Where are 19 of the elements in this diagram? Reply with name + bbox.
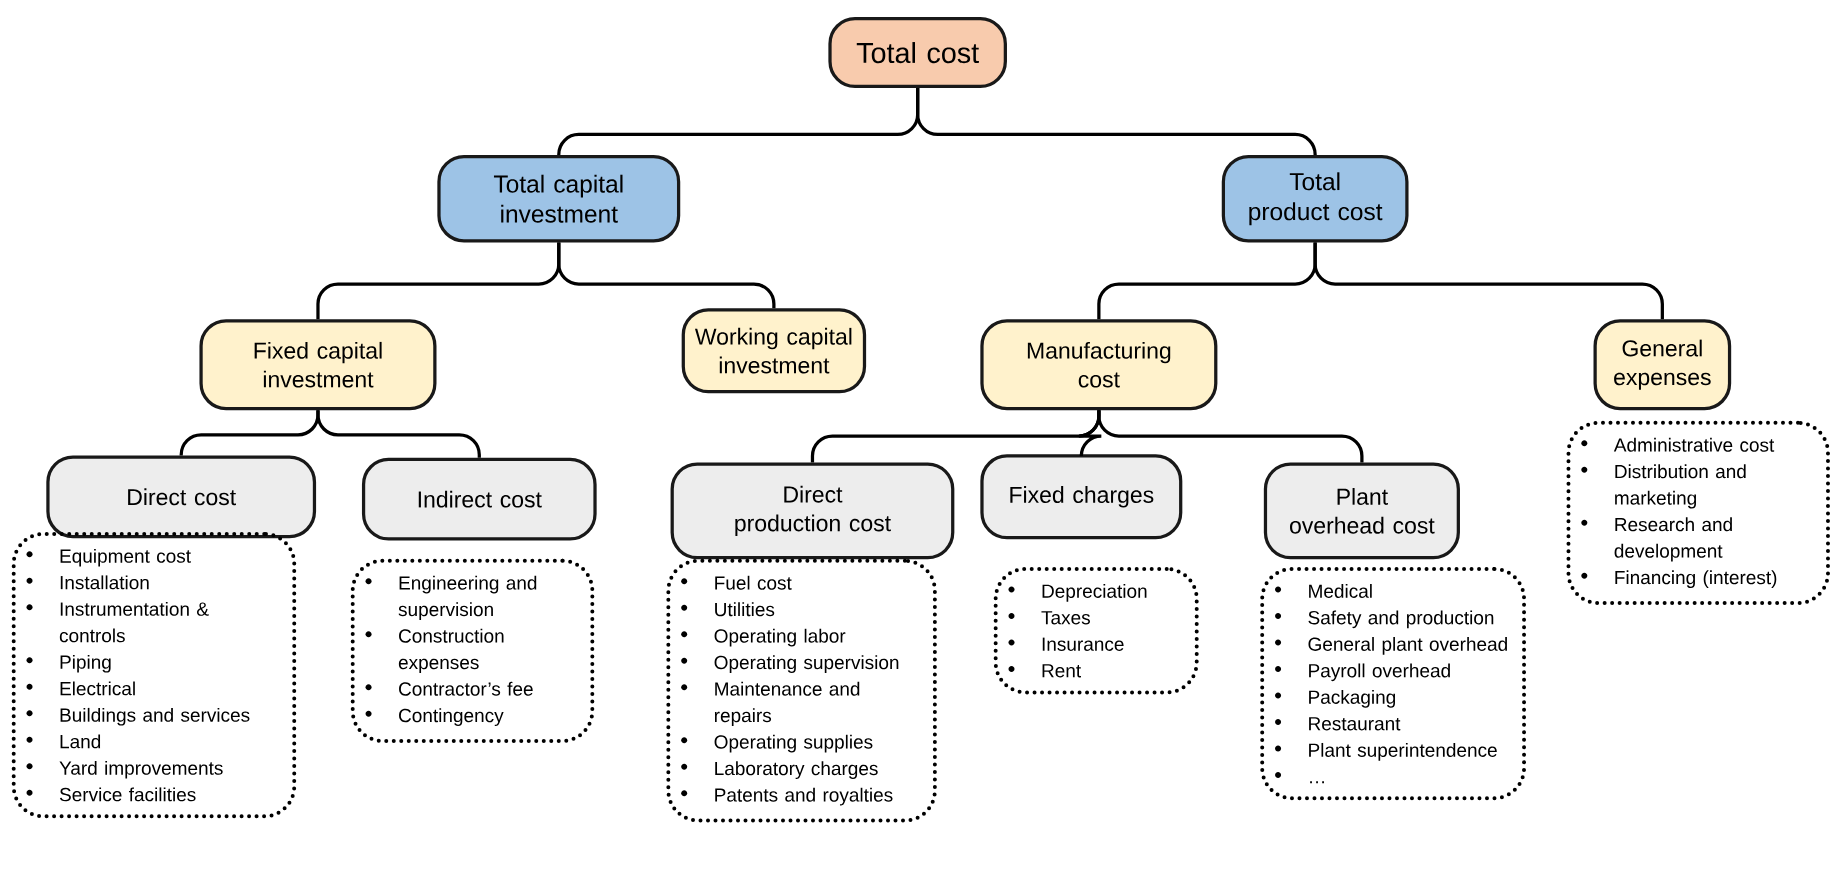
cost-box: Manufacturing cost bbox=[980, 319, 1218, 411]
bullet-list-box: Fuel cost Utilities Operating labor Operating supervision Maintenance and repairs Operating supplies Laboratory charges Patents and royalties bbox=[666, 558, 937, 823]
cost-box: Indirect cost bbox=[361, 457, 597, 541]
bullet-list-box: Equipment cost Installation Instrumentation & controls Piping Electrical Buildings and services Land Yard improvements Service facilities bbox=[11, 531, 297, 819]
bullet-list-box: Engineering and supervision Construction expenses Contractor’s fee Contingency bbox=[350, 558, 595, 744]
bullet-list-box: Depreciation Taxes Insurance Rent bbox=[993, 567, 1199, 695]
bullet-list-box: Medical Safety and production General plant overhead Payroll overhead Packaging Restaurant Plant superintendence … bbox=[1260, 567, 1527, 801]
cost-box: Total cost bbox=[828, 17, 1007, 89]
cost-box: Working capital investment bbox=[681, 308, 867, 394]
cost-box: Fixed capital investment bbox=[199, 319, 437, 411]
cost-box: Direct production cost bbox=[670, 462, 955, 560]
cost-box: General expenses bbox=[1593, 319, 1732, 411]
cost-box: Total capital investment bbox=[437, 155, 681, 243]
cost-box: Total product cost bbox=[1221, 155, 1409, 243]
connector-line bbox=[1313, 242, 1664, 320]
cost-box: Direct cost bbox=[46, 455, 317, 539]
cost-box: Fixed charges bbox=[980, 454, 1183, 540]
cost-box: Plant overhead cost bbox=[1263, 462, 1460, 560]
bullet-list-box: Administrative cost Distribution and marketing Research and development Financing (interest) bbox=[1566, 420, 1830, 606]
